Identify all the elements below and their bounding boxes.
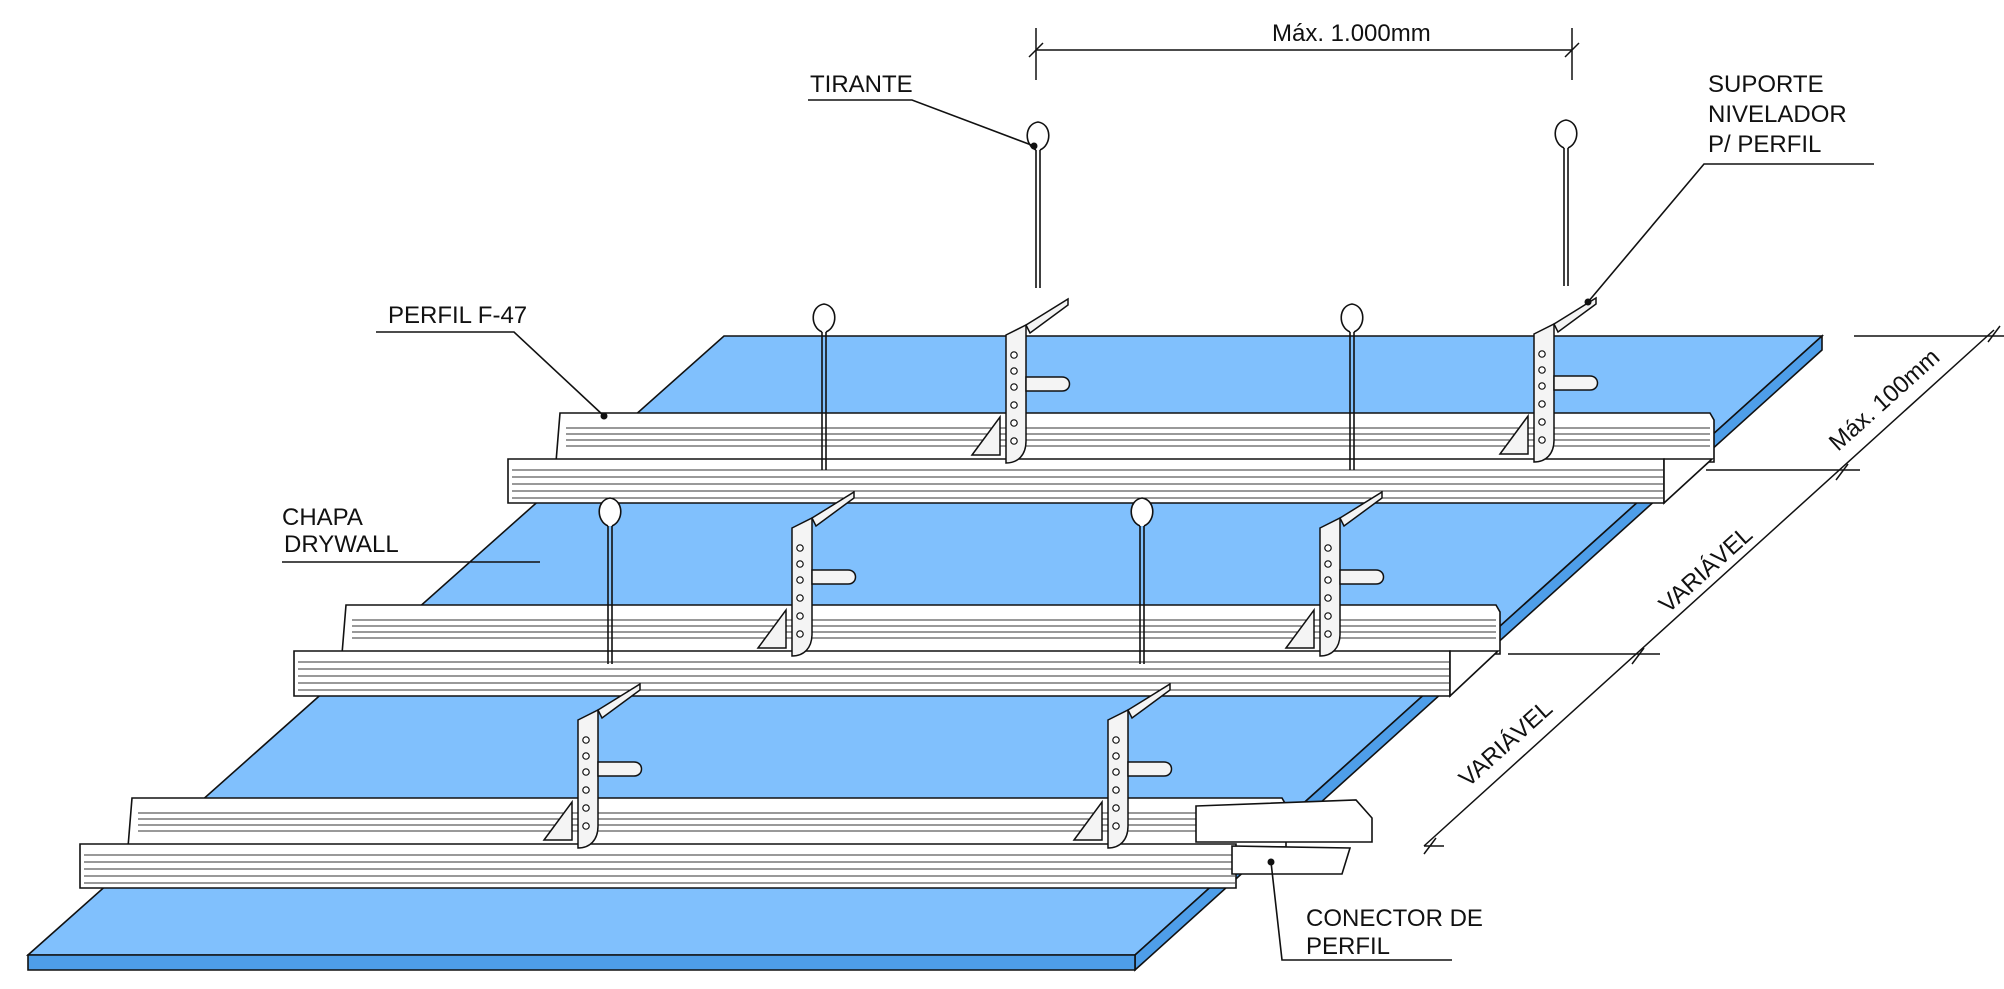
label-conector-line1: CONECTOR DE (1306, 905, 1483, 932)
perfil-rail-row-1 (507, 412, 1715, 505)
profile-connector (1195, 799, 1373, 875)
label-tirante: TIRANTE (810, 71, 913, 98)
label-suporte-line2: NIVELADOR (1708, 101, 1847, 128)
label-suporte-line1: SUPORTE (1708, 71, 1824, 98)
dimension-edge-text: Máx. 100mm (1824, 344, 1945, 457)
label-perfil: PERFIL F-47 (388, 302, 527, 329)
dimension-spacing-lower-text: VARIÁVEL (1454, 695, 1558, 792)
label-chapa-line1: CHAPA (282, 504, 363, 531)
perfil-rail-row-2 (293, 604, 1501, 698)
dimension-rod-spacing: Máx. 1.000mm (1028, 20, 1580, 80)
label-chapa-line2: DRYWALL (284, 531, 399, 558)
perfil-rail-row-3 (79, 797, 1287, 889)
dimension-spacing-upper-text: VARIÁVEL (1654, 521, 1758, 618)
label-suporte-line3: P/ PERFIL (1708, 131, 1821, 158)
label-conector-line2: PERFIL (1306, 933, 1390, 960)
leader-lines (282, 99, 1874, 961)
dimension-rod-spacing-text: Máx. 1.000mm (1272, 20, 1431, 47)
component-labels: TIRANTE SUPORTE NIVELADOR P/ PERFIL PERF… (282, 71, 1847, 960)
